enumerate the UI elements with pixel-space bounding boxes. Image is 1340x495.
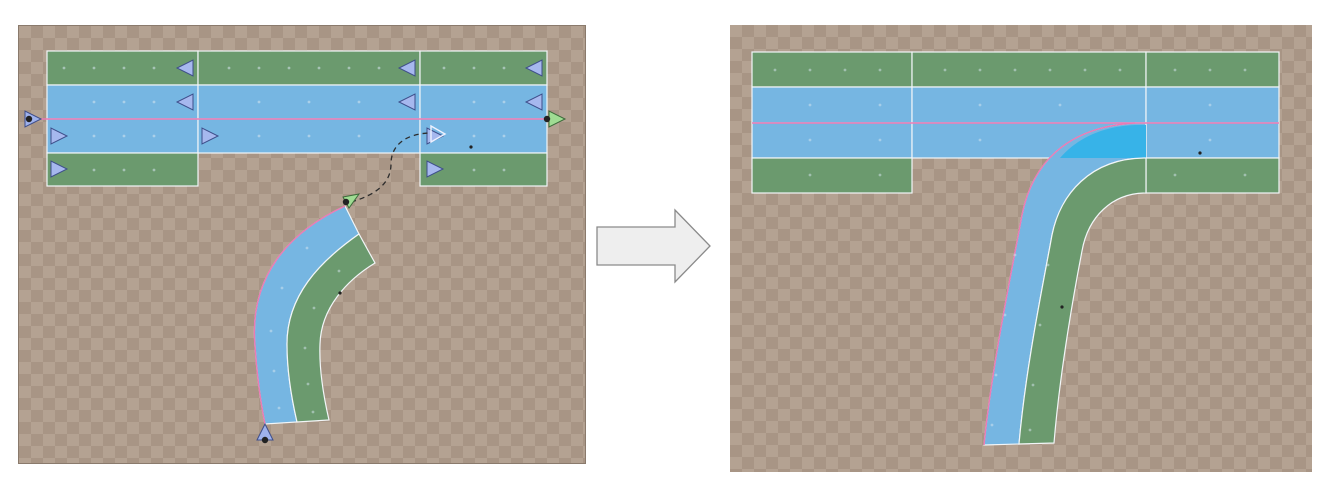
pivot-dot: [1060, 305, 1064, 309]
lane-flow-dots: [773, 68, 1247, 432]
curve-flow-dots: [269, 246, 341, 414]
lane-flow-dots: [62, 66, 506, 172]
triangle-arrow-icon: [397, 93, 416, 111]
curve-centerline: [253, 205, 346, 425]
lane-west-left: [751, 86, 913, 124]
dot-handle-icon[interactable]: [261, 436, 269, 444]
sidewalk-top-left: [46, 50, 199, 86]
triangle-arrow-icon: [50, 127, 69, 145]
lane-east-left: [46, 118, 199, 154]
pivot-dot: [338, 291, 342, 295]
curved-sidewalk: [286, 233, 376, 423]
lane-west-left: [46, 84, 199, 120]
lane-east-right: [1145, 122, 1280, 159]
curved-road[interactable]: [983, 122, 1147, 446]
dot-handle-icon[interactable]: [543, 115, 551, 123]
triangle-arrow-icon: [175, 93, 194, 111]
sidewalk-top-left: [751, 51, 913, 88]
editor-viewport-before[interactable]: [18, 25, 586, 464]
sidewalk-bottom-left: [751, 157, 913, 194]
triangle-arrow-icon: [524, 59, 543, 77]
curved-road[interactable]: [253, 205, 376, 425]
editor-viewport-after[interactable]: [730, 25, 1312, 472]
scene-before: [19, 26, 585, 463]
triangle-arrow-icon: [201, 127, 220, 145]
connection-target-arrow-icon[interactable]: [430, 124, 447, 144]
triangle-arrow-icon: [524, 93, 543, 111]
right-arrow-icon: [596, 208, 711, 284]
lane-west-right: [1145, 86, 1280, 124]
lane-direction-arrows: [50, 59, 543, 178]
curved-lane-join: [1060, 125, 1146, 158]
lane-west-middle: [911, 86, 1147, 124]
sidewalk-top-middle: [197, 50, 421, 86]
triangle-arrow-icon: [426, 160, 445, 178]
dot-handle-icon[interactable]: [342, 198, 350, 206]
dot-handle-icon[interactable]: [25, 115, 33, 123]
curve-centerline: [983, 122, 1136, 446]
scene-after: [730, 25, 1312, 472]
pivot-dot: [1198, 151, 1202, 155]
triangle-arrow-icon: [50, 160, 69, 178]
sidewalk-bottom-right: [1145, 157, 1280, 194]
road-start-connector-icon[interactable]: [24, 110, 43, 128]
sidewalk-top-middle: [911, 51, 1147, 88]
sidewalk-bottom-left: [46, 152, 199, 187]
dashed-connection-line[interactable]: [350, 132, 430, 203]
lane-east-left: [751, 122, 913, 159]
triangle-arrow-icon: [175, 59, 194, 77]
sidewalk-top-right: [1145, 51, 1280, 88]
pivot-dot: [469, 145, 473, 149]
triangle-arrow-icon: [397, 59, 416, 77]
curved-sidewalk: [1018, 157, 1147, 445]
